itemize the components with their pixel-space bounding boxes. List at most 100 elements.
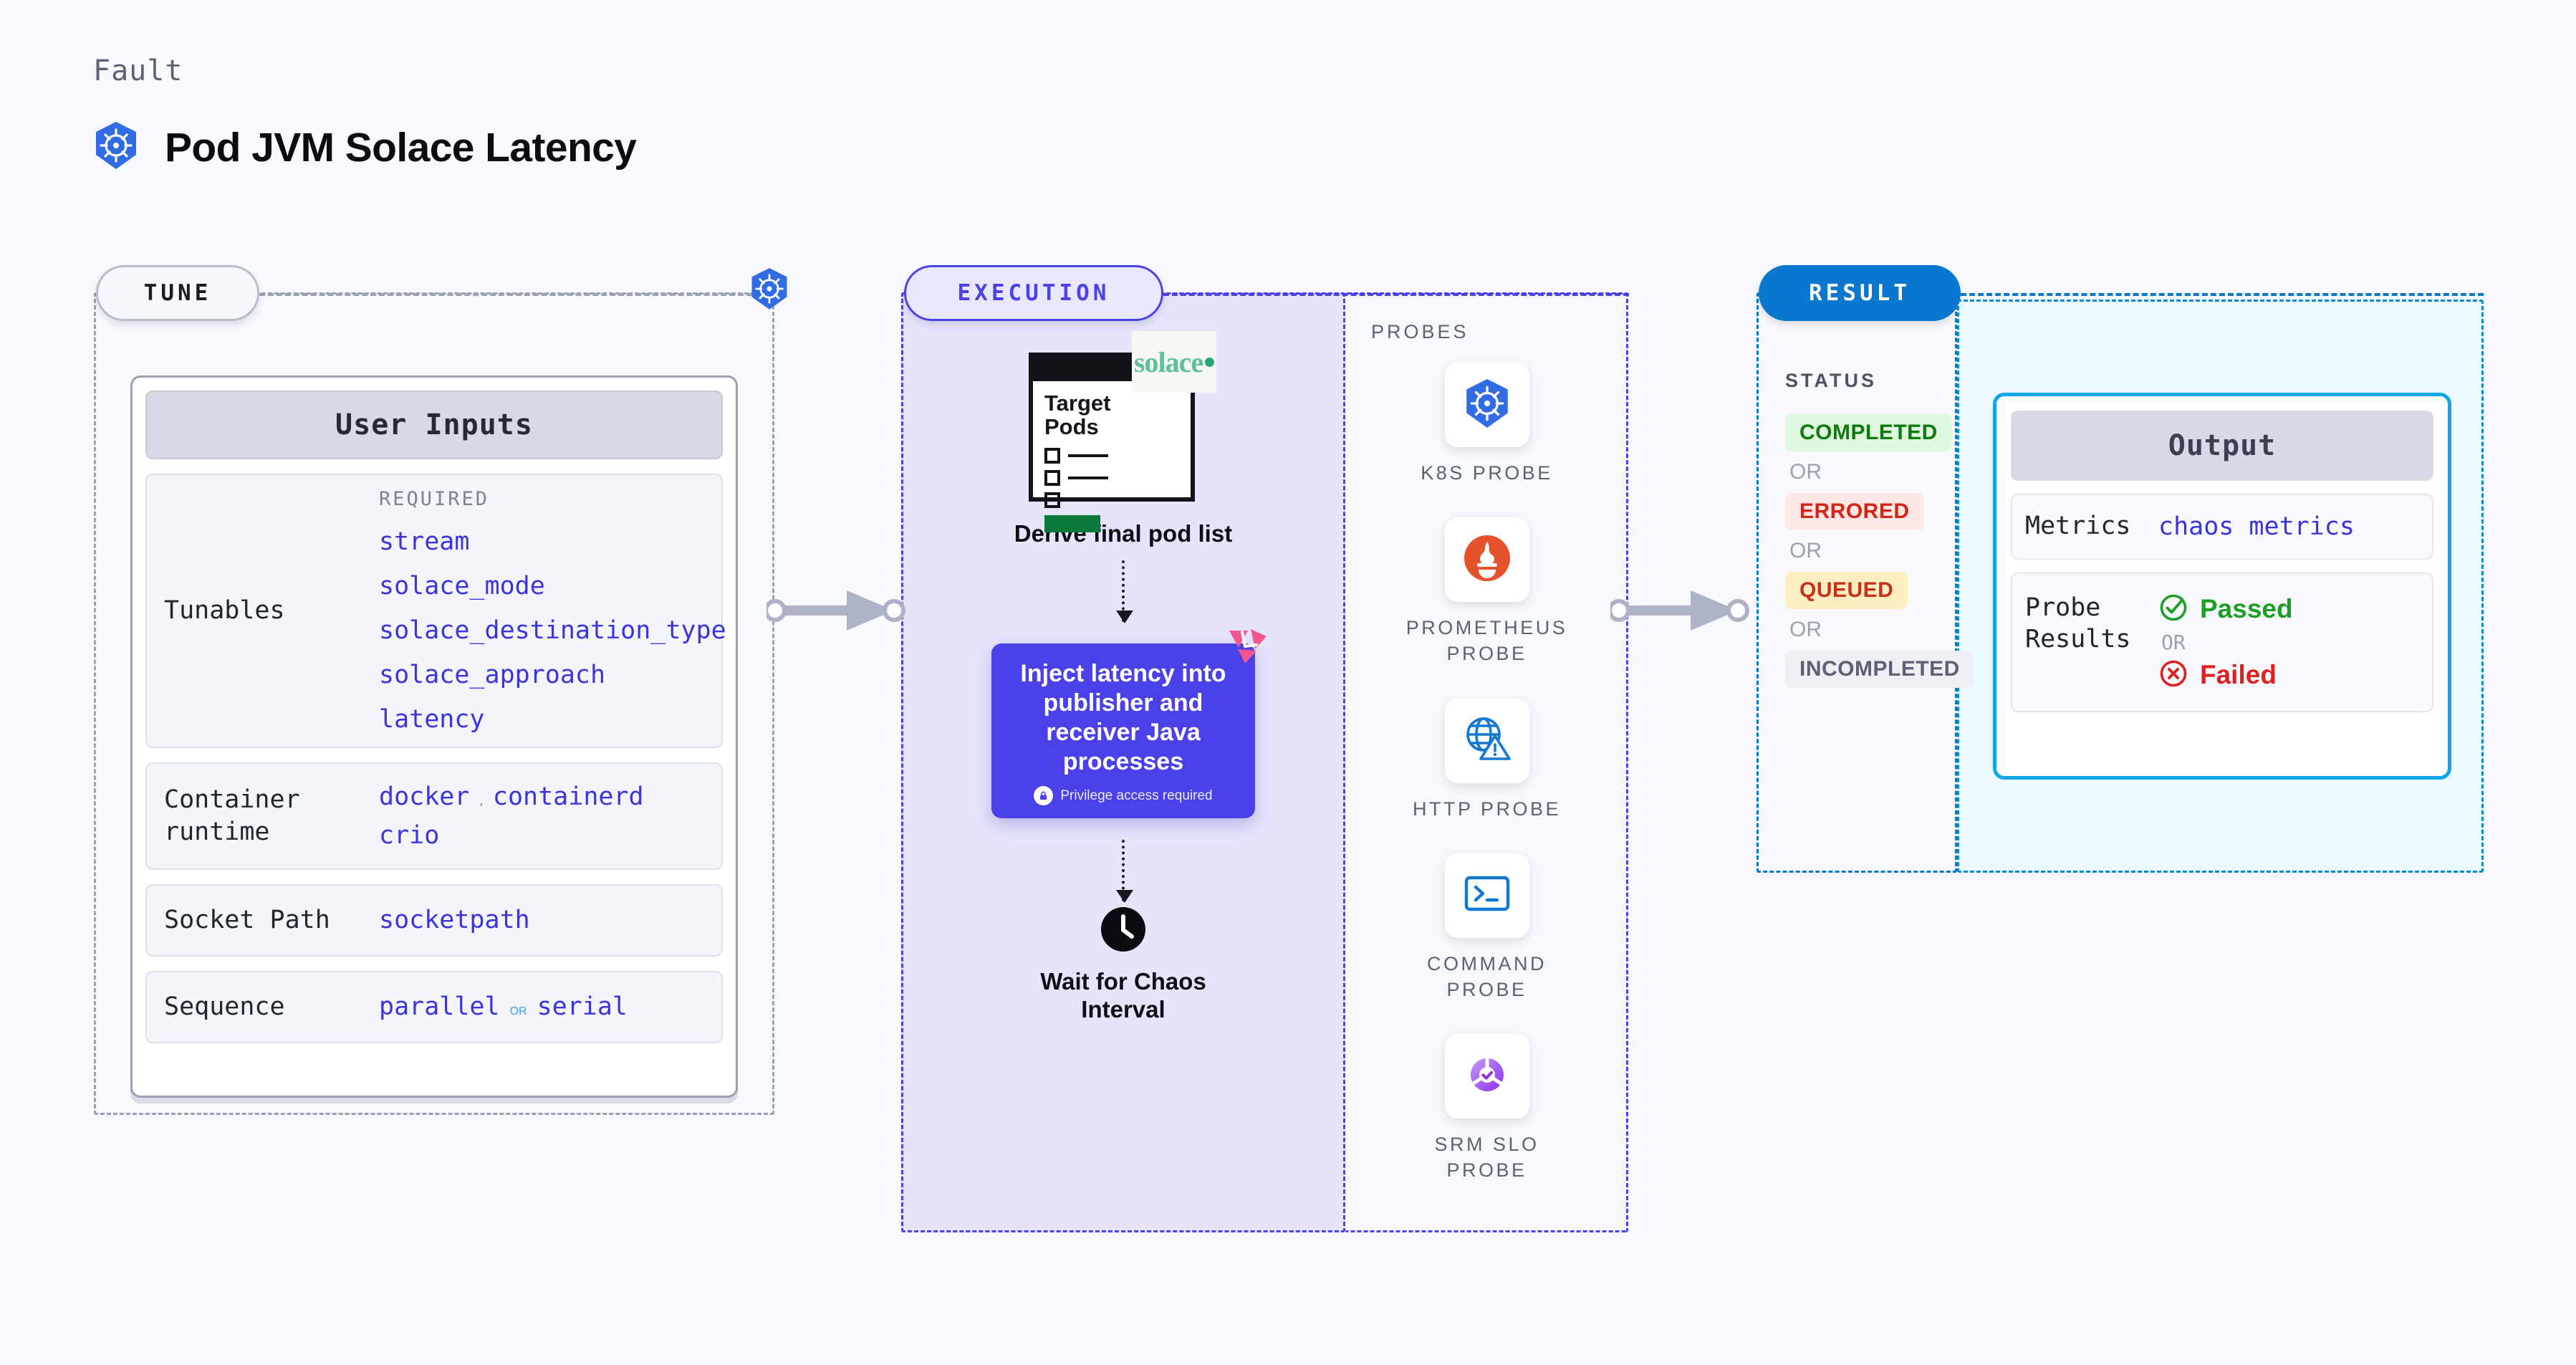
chaos-icon — [1226, 628, 1268, 670]
status-badge-incompleted[interactable]: INCOMPLETED — [1785, 651, 1974, 688]
probe-result-or: OR — [2161, 630, 2186, 654]
probes-title: PROBES — [1371, 321, 1469, 343]
solace-wordmark: solace — [1133, 345, 1203, 378]
privilege-note-text: Privilege access required — [1060, 787, 1213, 803]
metrics-label: Metrics — [2025, 512, 2131, 540]
execution-connector-line — [1163, 293, 1629, 296]
status-badge-completed[interactable]: COMPLETED — [1785, 414, 1952, 451]
probe-tile — [1444, 363, 1529, 447]
flow-arrow-execution-to-result — [1607, 582, 1754, 643]
kubernetes-icon — [1464, 378, 1511, 433]
section-pill-tune[interactable]: TUNE — [96, 265, 259, 321]
probe-item-prometheus[interactable]: PROMETHEUS PROBE — [1394, 517, 1580, 666]
checkbox-icon — [1044, 492, 1060, 508]
pod-list-item — [1044, 447, 1191, 464]
passed-label: Passed — [2200, 594, 2293, 624]
probe-tile — [1444, 698, 1529, 783]
status-or-2: OR — [1789, 539, 1822, 562]
probe-results-label-line1: Probe — [2025, 593, 2101, 622]
page-kicker: Fault — [93, 54, 183, 87]
probe-item-k8s[interactable]: K8S PROBE — [1394, 363, 1580, 486]
socket-path-value[interactable]: socketpath — [379, 906, 530, 935]
clock-icon — [1100, 906, 1147, 957]
metrics-value[interactable]: chaos metrics — [2158, 512, 2355, 541]
status-title: STATUS — [1785, 370, 1877, 391]
runtime-separator: , — [479, 795, 483, 808]
tune-connector-line — [259, 293, 761, 296]
section-pill-result[interactable]: RESULT — [1759, 265, 1961, 321]
kubernetes-icon — [93, 120, 139, 174]
wait-caption-line-2: Interval — [1081, 995, 1166, 1022]
user-inputs-card: User Inputs Tunables REQUIRED stream sol… — [130, 375, 738, 1098]
status-list: COMPLETED OR ERRORED OR QUEUED OR INCOMP… — [1785, 414, 1974, 688]
runtime-docker[interactable]: docker — [379, 782, 470, 811]
terminal-icon — [1463, 873, 1512, 918]
probe-results-row: Probe Results Passed OR — [2011, 572, 2433, 712]
wait-caption-line-1: Wait for Chaos — [1040, 968, 1206, 995]
tunable-stream[interactable]: stream — [379, 527, 470, 556]
tunable-solace-destination-type[interactable]: solace_destination_type — [379, 616, 726, 645]
pod-list-item — [1044, 492, 1191, 508]
checkbox-icon — [1044, 447, 1060, 464]
probe-label: K8S PROBE — [1421, 462, 1553, 484]
wait-chaos-interval-caption: Wait for Chaos Interval — [1040, 968, 1206, 1023]
sequence-separator: OR — [509, 1005, 527, 1018]
probe-tile — [1444, 1034, 1529, 1119]
probe-result-passed: Passed — [2158, 593, 2293, 626]
probe-label: PROMETHEUS PROBE — [1405, 617, 1568, 665]
checkbox-icon — [1044, 469, 1060, 486]
metrics-row: Metrics chaos metrics — [2011, 494, 2433, 560]
container-runtime-label: Container runtime — [164, 785, 300, 846]
probe-item-command[interactable]: COMMAND PROBE — [1394, 853, 1580, 1002]
page-header: Pod JVM Solace Latency — [93, 120, 637, 174]
probes-list: K8S PROBE PROMETHEUS PROBE — [1345, 363, 1628, 1183]
target-pods-title-2: Pods — [1044, 414, 1099, 440]
page-title: Pod JVM Solace Latency — [165, 124, 637, 171]
inject-latency-text: Inject latency into publisher and receiv… — [1020, 660, 1226, 775]
lock-icon — [1034, 786, 1054, 806]
socket-path-label: Socket Path — [164, 906, 330, 934]
output-title: Output — [2011, 411, 2433, 481]
sequence-serial[interactable]: serial — [537, 992, 628, 1022]
http-globe-icon — [1462, 716, 1512, 765]
inject-latency-card[interactable]: Inject latency into publisher and receiv… — [991, 629, 1267, 819]
sequence-label: Sequence — [164, 992, 285, 1021]
tunable-latency[interactable]: latency — [379, 705, 485, 734]
tunable-solace-mode[interactable]: solace_mode — [379, 572, 545, 600]
pod-list-item — [1044, 469, 1191, 486]
user-inputs-title: User Inputs — [145, 391, 723, 459]
runtime-crio[interactable]: crio — [379, 821, 440, 850]
section-pill-execution[interactable]: EXECUTION — [904, 265, 1163, 321]
required-label: REQUIRED — [379, 488, 490, 510]
sequence-parallel[interactable]: parallel — [379, 992, 500, 1022]
status-or-1: OR — [1789, 460, 1822, 484]
probe-item-http[interactable]: HTTP PROBE — [1394, 698, 1580, 822]
probe-result-failed: Failed — [2158, 658, 2293, 692]
status-badge-queued[interactable]: QUEUED — [1785, 572, 1908, 609]
probe-label: COMMAND PROBE — [1427, 952, 1547, 1000]
probe-results-label: Probe Results — [2025, 593, 2158, 656]
flow-connector-down — [1116, 840, 1133, 904]
failed-label: Failed — [2200, 660, 2277, 690]
sequence-row: Sequence parallel OR serial — [145, 970, 723, 1043]
probe-item-srm-slo[interactable]: SRM SLO PROBE — [1394, 1034, 1580, 1183]
check-circle-icon — [2158, 593, 2188, 626]
execution-steps: Target Pods solace Derive final pod list — [901, 331, 1345, 1023]
socket-path-row: Socket Path socketpath — [145, 884, 723, 957]
line-placeholder — [1068, 454, 1108, 457]
prometheus-icon — [1463, 534, 1512, 586]
solace-logo: solace — [1132, 331, 1216, 393]
status-badge-errored[interactable]: ERRORED — [1785, 493, 1924, 530]
tunable-solace-approach[interactable]: solace_approach — [379, 661, 606, 689]
status-or-3: OR — [1789, 618, 1822, 641]
probe-results-label-line2: Results — [2025, 624, 2131, 653]
privilege-note: Privilege access required — [1034, 786, 1213, 806]
target-pods-illustration: Target Pods solace — [1016, 331, 1231, 532]
runtime-containerd[interactable]: containerd — [492, 782, 644, 811]
probe-label: HTTP PROBE — [1412, 798, 1562, 820]
probe-tile — [1444, 853, 1529, 938]
container-runtime-row: Container runtime docker , containerd cr… — [145, 762, 723, 870]
probe-label: SRM SLO PROBE — [1434, 1134, 1539, 1182]
kubernetes-icon — [749, 267, 789, 315]
